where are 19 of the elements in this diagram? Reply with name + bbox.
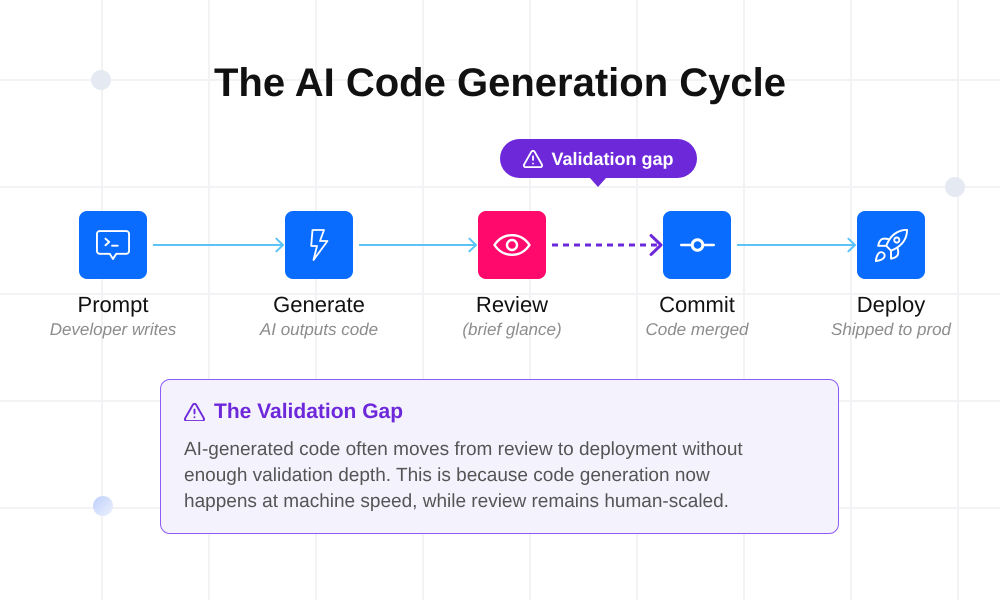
edge-label: Validation gap: [551, 148, 674, 170]
panel-text: AI-generated code often moves from review to deployment without enough validation depth. This is because code generation now happens at machine speed, while review remains human-scaled.: [184, 438, 744, 514]
step-label: Generate: [273, 292, 365, 318]
step-label: Review: [476, 292, 548, 318]
step-caption: (brief glance): [462, 320, 562, 340]
step-label: Prompt: [78, 292, 148, 318]
panel-heading: The Validation Gap: [214, 399, 404, 425]
arrow: [359, 238, 478, 252]
arrow: [552, 234, 663, 256]
step-label: Commit: [659, 292, 735, 318]
diagram-title: The AI Code Generation Cycle: [214, 60, 786, 106]
step-label: Deploy: [856, 292, 926, 318]
step-caption: Developer writes: [50, 320, 176, 340]
step-caption: Shipped to prod: [830, 320, 952, 340]
arrow: [737, 238, 856, 252]
arrow: [153, 238, 284, 252]
step-caption: Code merged: [646, 320, 748, 340]
callout-panel: [160, 379, 839, 534]
step-caption: AI outputs code: [260, 320, 378, 340]
